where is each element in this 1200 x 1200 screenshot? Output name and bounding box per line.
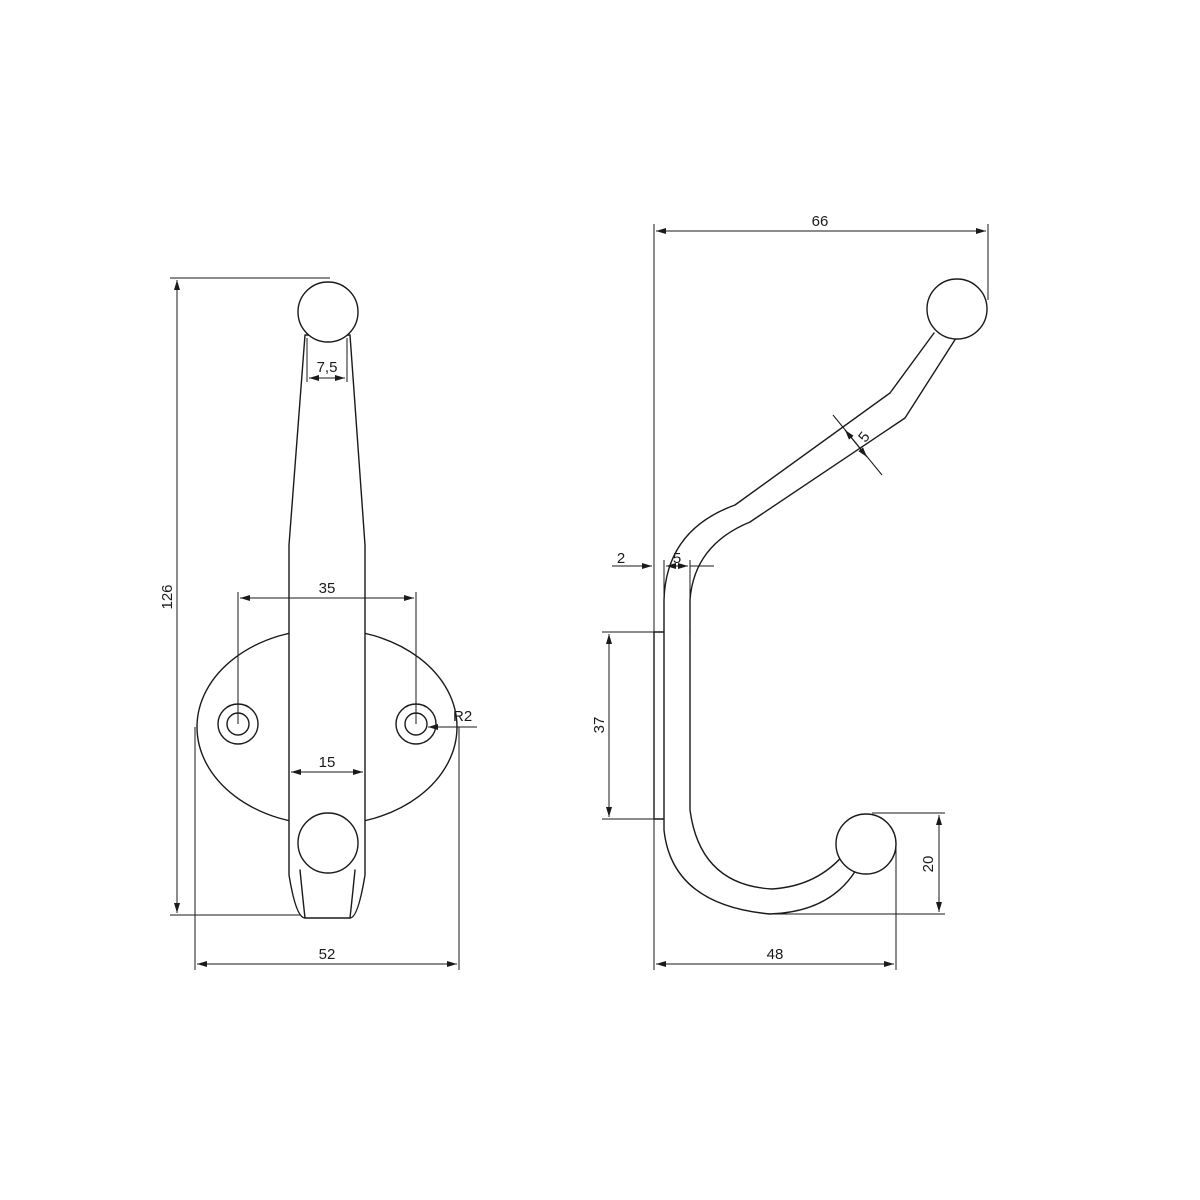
label-plate-thickness: 2 bbox=[617, 550, 625, 567]
label-lower-hook-height: 20 bbox=[920, 856, 937, 873]
label-lower-hook-depth: 48 bbox=[767, 946, 784, 963]
label-height-total: 126 bbox=[159, 584, 176, 609]
dim-lower-hook-height: 20 bbox=[772, 812, 945, 915]
front-bottom-ball bbox=[297, 812, 359, 874]
dim-wire-diameter: 5 bbox=[832, 414, 883, 476]
side-hook-wire-lower-inner bbox=[689, 631, 846, 890]
dim-lower-hook-depth: 48 bbox=[653, 819, 897, 970]
side-top-ball bbox=[926, 278, 988, 340]
label-hole-radius: R2 bbox=[453, 708, 472, 725]
side-hook-wire-lower-outer bbox=[663, 818, 857, 915]
dim-plate-thickness: 2 5 bbox=[612, 550, 714, 632]
dim-plate-height: 37 bbox=[591, 631, 654, 820]
dim-hole-radius: R2 bbox=[428, 708, 477, 730]
front-view: 126 52 35 15 7,5 bbox=[159, 277, 477, 970]
side-hook-wire-inner bbox=[689, 334, 959, 633]
dim-front-height: 126 bbox=[159, 277, 330, 916]
label-wire-offset: 5 bbox=[673, 550, 681, 567]
dim-shaft-width-top: 7,5 bbox=[306, 338, 348, 382]
front-top-ball bbox=[297, 281, 359, 343]
dim-shaft-width-bottom: 15 bbox=[291, 754, 363, 775]
side-wall-plate bbox=[653, 631, 665, 820]
dim-front-width: 52 bbox=[194, 727, 460, 970]
dim-hole-spacing: 35 bbox=[237, 580, 417, 724]
label-hole-spacing: 35 bbox=[319, 580, 336, 597]
label-width-total: 52 bbox=[319, 946, 336, 963]
label-shaft-width-bottom: 15 bbox=[319, 754, 336, 771]
label-depth-total: 66 bbox=[812, 213, 829, 230]
dim-side-depth: 66 bbox=[653, 213, 989, 632]
label-plate-height: 37 bbox=[591, 717, 608, 734]
side-bottom-ball bbox=[835, 813, 897, 875]
side-hook-wire-outer bbox=[663, 332, 935, 633]
label-wire-diameter: 5 bbox=[855, 429, 874, 446]
side-view: 66 48 20 37 2 bbox=[591, 213, 989, 970]
label-shaft-width-top: 7,5 bbox=[317, 359, 338, 376]
